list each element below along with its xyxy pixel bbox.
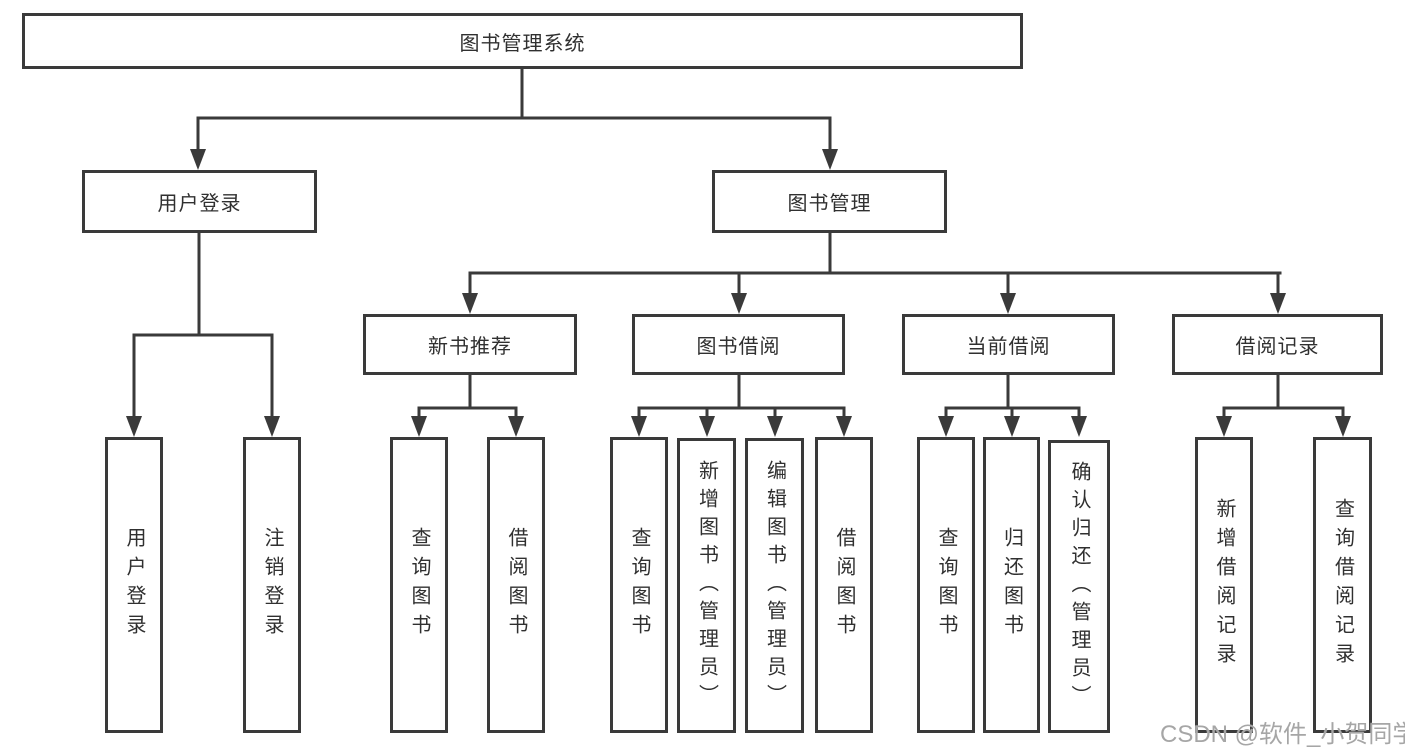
- leaf-confirm-return-admin-label: 确认归还（管理员）: [1068, 460, 1090, 713]
- connector-root-to-level2: [190, 69, 838, 170]
- leaf-query-books-borrow-label: 查询图书: [628, 527, 650, 643]
- leaf-add-books-admin: 新增图书（管理员）: [677, 438, 736, 733]
- leaf-logout: 注销登录: [243, 437, 301, 733]
- leaf-query-books-current: 查询图书: [917, 437, 975, 733]
- connector-borrow-records-to-leaves: [1216, 375, 1351, 437]
- csdn-watermark: CSDN @软件_小贺同学: [1160, 721, 1405, 747]
- leaf-query-books-recommend-label: 查询图书: [408, 527, 430, 643]
- leaf-user-login-label: 用户登录: [123, 527, 145, 643]
- leaf-add-books-admin-label: 新增图书（管理员）: [695, 459, 718, 712]
- leaf-user-login: 用户登录: [105, 437, 163, 733]
- node-current-borrow-label: 当前借阅: [966, 336, 1051, 358]
- leaf-query-books-recommend: 查询图书: [390, 437, 448, 733]
- connector-new-book-recommend-to-leaves: [411, 375, 524, 437]
- node-root-label: 图书管理系统: [459, 32, 586, 55]
- node-book-management: 图书管理: [712, 170, 947, 233]
- node-current-borrow: 当前借阅: [902, 314, 1115, 375]
- node-borrow-records: 借阅记录: [1172, 314, 1383, 375]
- node-user-login: 用户登录: [82, 170, 317, 233]
- leaf-borrow-books-recommend-label: 借阅图书: [505, 527, 527, 643]
- leaf-edit-books-admin-label: 编辑图书（管理员）: [763, 459, 786, 712]
- node-new-book-recommend-label: 新书推荐: [428, 336, 512, 358]
- node-borrow-records-label: 借阅记录: [1235, 336, 1320, 358]
- node-book-borrow: 图书借阅: [632, 314, 845, 375]
- connector-user-login-to-leaves: [126, 233, 280, 437]
- leaf-logout-label: 注销登录: [261, 527, 283, 643]
- node-user-login-label: 用户登录: [157, 193, 242, 215]
- leaf-add-borrow-record-label: 新增借阅记录: [1213, 498, 1235, 672]
- connector-book-borrow-to-leaves: [631, 375, 852, 437]
- connector-current-borrow-to-leaves: [938, 375, 1087, 437]
- leaf-borrow-books-recommend: 借阅图书: [487, 437, 545, 733]
- connector-book-management-to-level3: [462, 233, 1286, 314]
- node-book-management-label: 图书管理: [787, 193, 872, 215]
- leaf-query-borrow-record-label: 查询借阅记录: [1331, 498, 1354, 672]
- leaf-add-borrow-record: 新增借阅记录: [1195, 437, 1253, 733]
- leaf-return-books-label: 归还图书: [1000, 527, 1023, 643]
- leaf-return-books: 归还图书: [983, 437, 1040, 733]
- node-book-borrow-label: 图书借阅: [696, 336, 781, 358]
- node-root: 图书管理系统: [22, 13, 1023, 69]
- leaf-query-books-current-label: 查询图书: [935, 527, 957, 643]
- leaf-query-borrow-record: 查询借阅记录: [1313, 437, 1372, 733]
- leaf-borrow-books-borrow-label: 借阅图书: [833, 527, 855, 643]
- leaf-confirm-return-admin: 确认归还（管理员）: [1048, 440, 1110, 733]
- leaf-query-books-borrow: 查询图书: [610, 437, 668, 733]
- leaf-edit-books-admin: 编辑图书（管理员）: [745, 438, 804, 733]
- node-new-book-recommend: 新书推荐: [363, 314, 577, 375]
- leaf-borrow-books-borrow: 借阅图书: [815, 437, 873, 733]
